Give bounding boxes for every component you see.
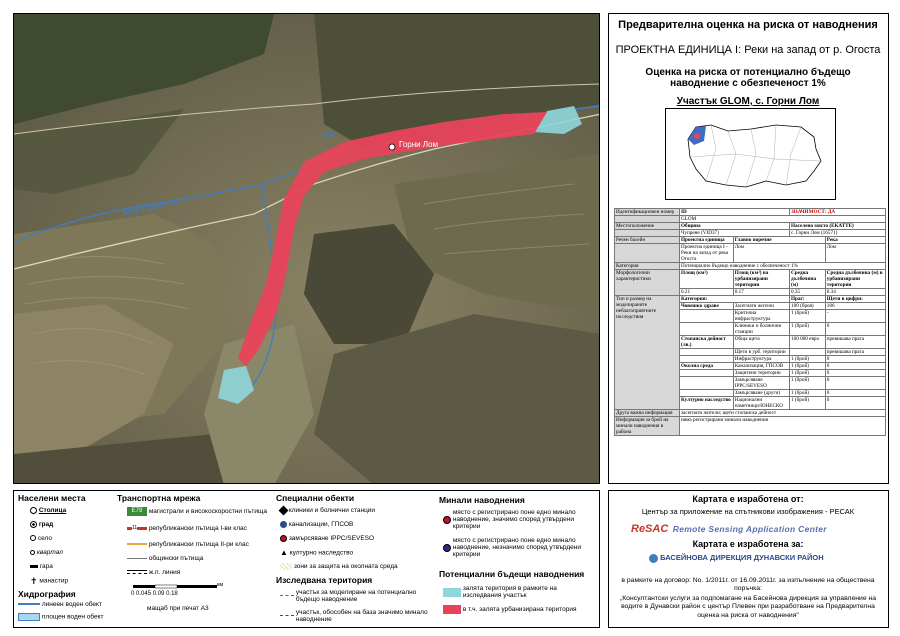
flooded-urban-icon	[443, 605, 461, 614]
village-label: Горни Лом	[399, 140, 439, 149]
railway-icon	[127, 570, 147, 575]
town-icon	[30, 521, 37, 528]
highway-icon: E79	[127, 507, 147, 516]
credits-panel: Картата е изработена от: Център за прило…	[608, 490, 889, 628]
satellite-map[interactable]: Лом Краставичка Горни Лом	[13, 13, 600, 484]
sewage-icon	[280, 521, 287, 528]
pollution-icon	[280, 535, 287, 542]
hill-area	[314, 314, 599, 483]
resac-logo: ReSAC Remote Sensing Application Center	[631, 523, 827, 535]
flooded-area-icon	[443, 587, 461, 597]
field-area	[394, 154, 599, 314]
river-line-icon	[18, 603, 40, 606]
quarter-icon	[30, 549, 35, 555]
bulgaria-overview-map	[665, 108, 836, 200]
significant-flood-icon	[443, 515, 451, 524]
past-section-icon	[280, 614, 294, 618]
village-marker	[388, 143, 396, 151]
forest-area	[314, 14, 599, 154]
road-line	[14, 83, 599, 135]
municipal-road-icon	[127, 557, 147, 559]
map-canvas	[14, 14, 599, 483]
field-area	[14, 304, 174, 454]
station-icon	[30, 564, 38, 568]
map-legend: Населени места Столица град село квартал…	[13, 490, 600, 628]
field-area	[204, 324, 314, 483]
scale-ticks: 0 0.045 0.09 0.18	[131, 591, 178, 597]
village-icon	[30, 535, 36, 542]
bd-logo: БАСЕЙНОВА ДИРЕКЦИЯ ДУНАВСКИ РАЙОН	[649, 553, 869, 565]
hill-area	[14, 109, 184, 194]
forest-area	[14, 14, 274, 124]
minor-flood-icon	[443, 543, 451, 552]
main-title: Предварителна оценка на риска от наводне…	[618, 19, 878, 31]
clinic-icon	[278, 505, 289, 516]
capital-icon	[30, 507, 37, 514]
flood-zone	[238, 112, 547, 366]
road-class1-icon: 11	[127, 523, 147, 532]
water-body-icon	[18, 613, 40, 621]
heritage-icon: ▲	[280, 548, 288, 557]
road-line	[14, 113, 599, 270]
flood-zone-light	[218, 366, 254, 404]
protected-zone-icon	[280, 563, 292, 570]
road-class2-icon	[127, 543, 147, 546]
location-marker	[694, 133, 700, 139]
info-panel: Предварителна оценка на риска от наводне…	[608, 13, 889, 484]
monastery-icon: ✝	[30, 576, 38, 586]
project-unit: ПРОЕКТНА ЕДИНИЦА I: Реки на запад от р. …	[615, 44, 881, 56]
scale-bar	[133, 584, 217, 589]
model-section-icon	[280, 594, 294, 598]
section-title: Участък GLOM, с. Горни Лом	[676, 96, 820, 107]
hill-area	[304, 224, 434, 344]
hill-area	[14, 434, 272, 483]
subtitle: Оценка на риска от потенциално бъдещо на…	[645, 67, 851, 89]
